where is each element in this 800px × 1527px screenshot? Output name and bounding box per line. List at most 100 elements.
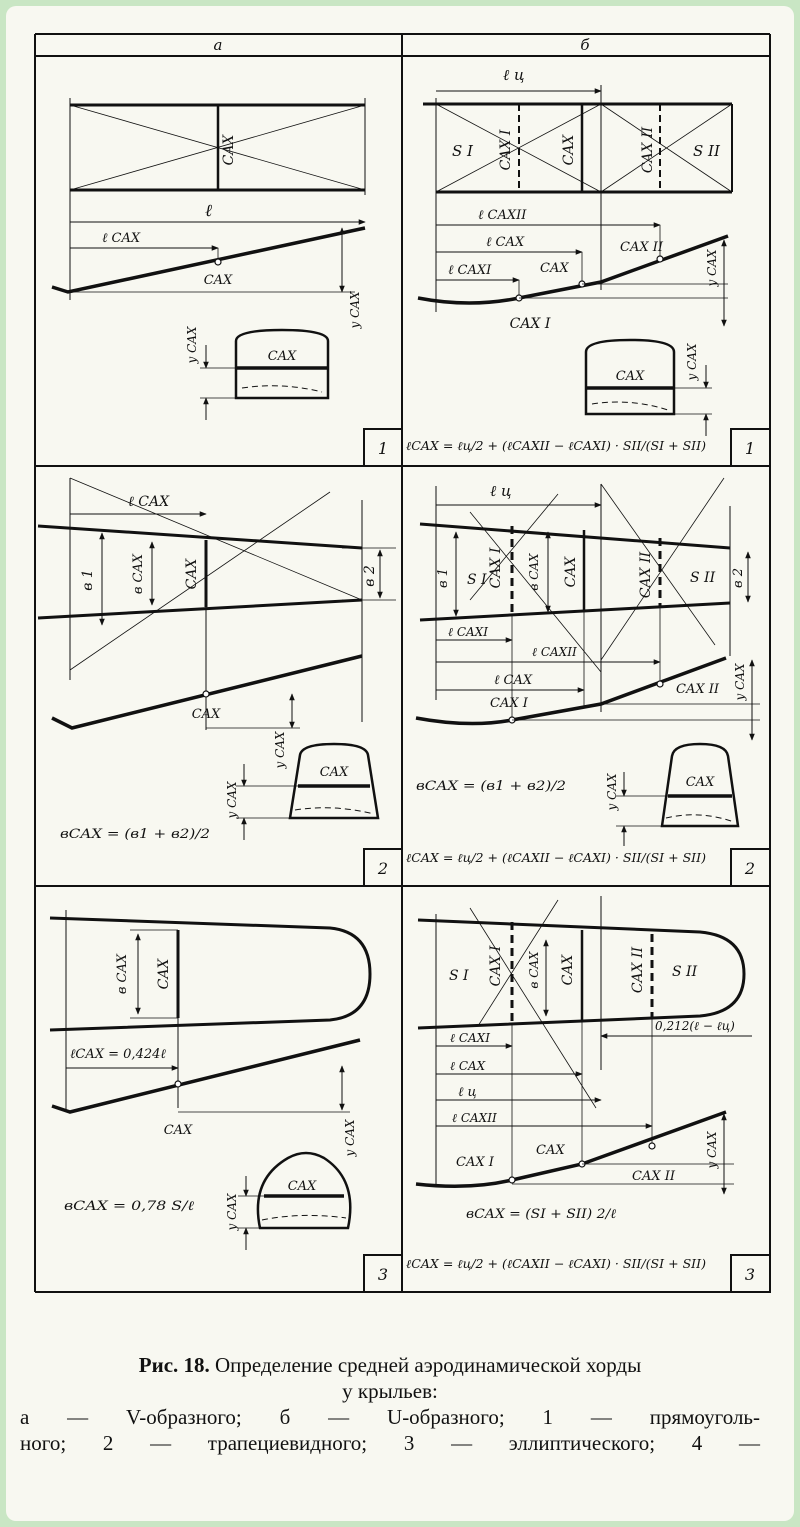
cax-label: CAX [686,775,715,790]
panel-number: 3 [745,1265,755,1284]
panel-number: 2 [744,859,755,878]
span-label: ℓ [205,201,212,221]
cax2-label: CAX II [632,1169,676,1184]
s2-label: S II [690,570,716,586]
figure-diagram: а б 1 1 2 2 3 3 CAX [34,33,771,1293]
s1-label: S I [467,572,487,588]
b1-label: в 1 [80,569,96,591]
l-cax2-label: ℓ CAXII [452,1111,497,1125]
panel-number: 2 [377,859,388,878]
s2-label: S II [693,142,721,160]
cax-label: CAX [156,958,172,990]
b-cax-label: в CAX [115,953,130,994]
cax1-label: CAX I [490,696,529,711]
panel-1a [51,98,366,420]
l-c-label: ℓ ц [503,66,524,84]
cax1-label: CAX I [456,1155,495,1170]
figure-page: а б 1 1 2 2 3 3 CAX [6,6,794,1521]
l-cax-formula: ℓCAX = 0,424ℓ [70,1047,166,1062]
l-cax2-label: ℓ CAXII [532,645,577,659]
figure-caption: Рис. 18. Определение средней аэродинамич… [20,1352,760,1456]
cax-label: CAX [616,369,645,384]
s1-label: S I [452,142,474,160]
panel-2b-labels: ℓ ц в 1 S I CAX I в CAX CAX CAX II S II … [406,482,747,865]
cax1-label: CAX I [488,945,504,986]
l-cax1-label: ℓ CAXI [448,625,488,639]
y-cax-label: y CAX [343,1119,357,1157]
l-cax-label: ℓ CAX [486,235,525,250]
y-cax-label: y CAX [273,731,287,769]
cax1-label: CAX I [510,316,551,332]
cax-label: CAX [560,954,576,986]
cax-label: CAX [204,273,233,288]
b2-label: в 2 [362,565,378,587]
cax2-label: CAX II [638,551,654,598]
column-label-b: б [580,36,590,54]
l-cax1-label: ℓ CAXI [450,1031,490,1045]
cax-label: CAX [563,556,579,588]
s2-label: S II [672,964,698,980]
formula-l-cax: ℓCAX = ℓц/2 + (ℓCAXII − ℓCAXI) · SII/(SI… [406,1257,706,1271]
cax-label: CAX [536,1143,565,1158]
panel-3a-labels: в CAX CAX ℓCAX = 0,424ℓ CAX y CAX y CAX … [64,953,357,1231]
cax-label: CAX [320,765,349,780]
cax2-label: CAX II [630,946,646,993]
panel-number: 1 [745,439,755,458]
cax-label: CAX [288,1179,317,1194]
formula-b-cax: вCAX = (SI + SII) 2/ℓ [466,1207,617,1222]
l-cax2-label: ℓ CAXII [478,208,527,223]
cax1-label: CAX I [498,129,514,170]
y-cax-label: y CAX [185,326,199,364]
panel-2b [415,477,760,846]
l-cax-label: ℓ CAX [494,673,533,688]
y-cax-label: y CAX [348,291,362,329]
b-cax-label: в CAX [527,553,541,591]
cax2-label: CAX II [640,126,656,173]
s1-label: S I [449,968,469,984]
panel-1b [417,85,733,436]
y-cax-label: y CAX [605,773,619,811]
formula-b-cax: вCAX = (в1 + в2)/2 [416,779,566,794]
dim-label: 0,212(ℓ − ℓц) [655,1019,735,1033]
b2-label: в 2 [731,568,746,588]
caption-title-line2: у крыльев: [342,1379,438,1403]
b-cax-label: в CAX [527,951,541,989]
caption-legend-line: а — V-образного; б — U-образного; 1 — пр… [20,1405,760,1429]
cax-label: CAX [268,349,297,364]
cax1-label: CAX I [488,547,504,588]
l-cax-label: ℓ CAX [128,494,170,510]
y-cax-label: y CAX [225,1193,239,1231]
y-cax-label: y CAX [733,663,747,701]
panel-number: 3 [378,1265,388,1284]
cax2-label: CAX II [620,240,664,255]
panel-2a [37,477,396,840]
cax-label: CAX [164,1123,193,1138]
caption-legend-line: ного; 2 — трапециевидного; 3 — эллиптиче… [20,1431,760,1455]
y-cax-label: y CAX [705,1131,719,1169]
cax2-label: CAX II [676,682,720,697]
panel-3b-labels: S I CAX I в CAX CAX CAX II S II 0,212(ℓ … [406,945,735,1271]
l-cax1-label: ℓ CAXI [448,263,492,278]
y-cax-label: y CAX [705,249,719,287]
caption-title: Определение средней аэродинамической хор… [215,1353,642,1377]
panel-number: 1 [378,439,388,458]
figure-number: Рис. 18. [138,1353,210,1377]
b-cax-label: в CAX [131,553,146,594]
l-c-label: ℓ ц [458,1085,477,1100]
y-cax-label: y CAX [685,343,699,381]
panel-2a-labels: ℓ CAX в 1 в CAX CAX в 2 CAX y CAX y CAX … [60,494,378,842]
panel-1b-labels: ℓ ц S I CAX I CAX CAX II S II ℓ CAXII ℓ … [406,66,721,453]
cax-label: CAX [561,134,577,166]
column-label-a: а [214,36,223,54]
formula-b-cax: вCAX = 0,78 S/ℓ [64,1199,195,1214]
cax-label: CAX [192,707,221,722]
l-c-label: ℓ ц [490,482,511,500]
formula-l-cax: ℓCAX = ℓц/2 + (ℓCAXII − ℓCAXI) · SII/(SI… [406,851,706,865]
l-cax-label: ℓ CAX [102,231,141,246]
cax-label: CAX [221,134,237,166]
panel-1a-labels: CAX ℓ ℓ CAX CAX y CAX y CAX CAX [102,134,362,365]
l-cax-label: ℓ CAX [450,1059,486,1073]
cax-label: CAX [184,558,200,590]
panel-3b [415,896,752,1195]
formula-b-cax: вCAX = (в1 + в2)/2 [60,827,210,842]
